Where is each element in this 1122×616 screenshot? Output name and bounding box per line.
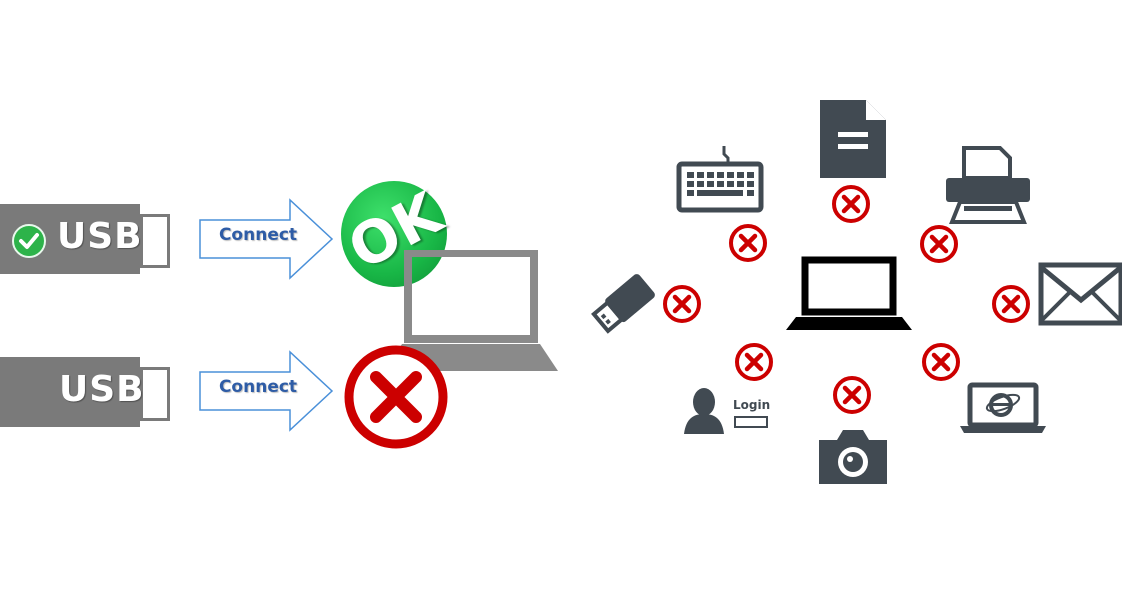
browser-laptop-icon [960, 382, 1046, 438]
laptop-icon [786, 254, 914, 336]
connect-label: Connect [218, 225, 298, 245]
document-icon [818, 98, 888, 184]
small-x-circle-icon [918, 223, 960, 269]
camera-icon [817, 428, 889, 490]
ok-badge: OK [337, 179, 453, 287]
printer-icon [944, 146, 1032, 228]
login-field [734, 416, 768, 428]
usb-plug [140, 214, 170, 268]
user-login-icon [684, 386, 728, 440]
usb-drive-icon [582, 252, 666, 340]
small-x-circle-icon [830, 183, 872, 229]
small-x-circle-icon [661, 283, 703, 329]
small-x-circle-icon [831, 374, 873, 420]
connect-label: Connect [218, 377, 298, 397]
small-x-circle-icon [727, 222, 769, 268]
usb-plug [140, 367, 170, 421]
connect-arrow: Connect [198, 198, 338, 280]
check-icon [12, 224, 46, 258]
connect-arrow: Connect [198, 350, 338, 432]
small-x-circle-icon [990, 283, 1032, 329]
usb-label: USB [57, 216, 143, 257]
usb-body [0, 357, 140, 427]
keyboard-icon [676, 144, 764, 218]
usb-label: USB [59, 369, 145, 410]
login-label: Login [733, 398, 771, 412]
red-x-circle-icon [342, 343, 450, 455]
mail-icon [1038, 262, 1122, 330]
small-x-circle-icon [733, 341, 775, 387]
usb-stick-blocked: USB [0, 357, 170, 427]
small-x-circle-icon [920, 341, 962, 387]
usb-stick-allowed: USB [0, 204, 170, 274]
